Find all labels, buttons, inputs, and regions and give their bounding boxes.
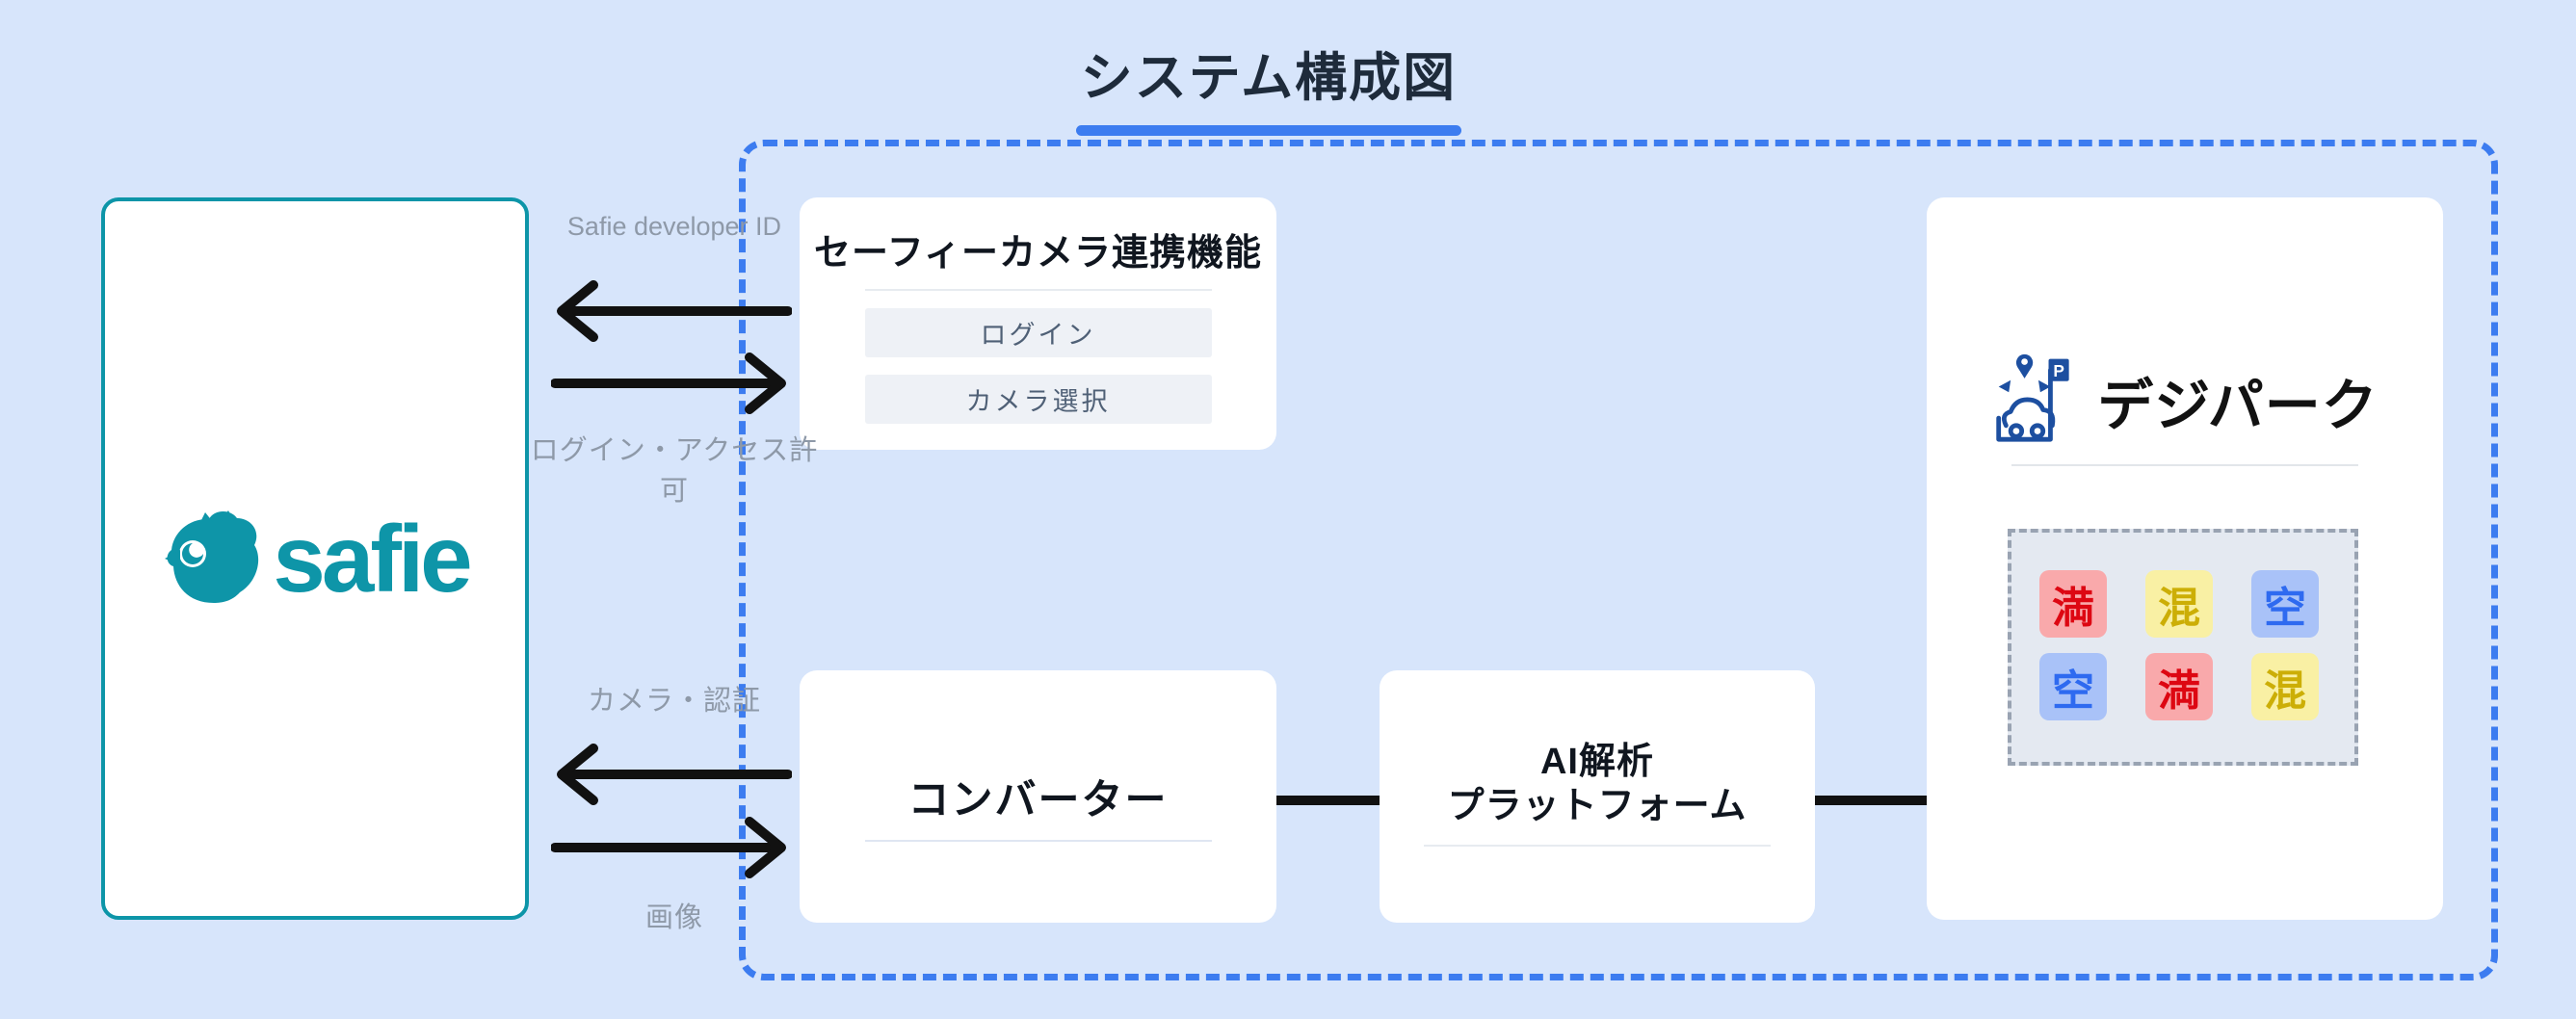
digipark-logo: P デジパーク [1927,352,2443,449]
parking-tile-crowded: 混 [2145,570,2213,638]
divider [864,289,1212,291]
ai-platform-title-line1: AI解析 [1539,742,1654,782]
parking-tile-empty: 空 [2251,570,2319,638]
safie-node: safie [101,197,529,920]
flow-label-camera-auth: カメラ・認証 [587,686,761,717]
parking-tile-empty: 空 [2039,653,2107,720]
arrow-right-icon [551,817,786,878]
parking-tile-full: 満 [2145,653,2213,720]
flow-label-login-access: ログイン・アクセス許可 [530,435,819,507]
converter-node: コンバーター [800,670,1276,923]
divider [864,840,1212,842]
svg-text:P: P [2054,361,2065,380]
ai-platform-title-line2: プラットフォーム [1447,786,1748,827]
safie-wordmark: safie [273,506,472,612]
converter-title: コンバーター [907,777,1169,823]
parking-tile-crowded: 混 [2251,653,2319,720]
parking-status-grid: 満 混 空 空 満 混 [2008,529,2358,766]
ai-platform-node: AI解析 プラットフォーム [1380,670,1815,923]
flow-label-image: 画像 [644,902,703,933]
divider [2011,464,2358,466]
parking-tile-full: 満 [2039,570,2107,638]
title-underline [1076,125,1461,136]
ai-platform-title: AI解析 プラットフォーム [1380,740,1815,829]
page-title: システム構成図 [1080,49,1458,107]
digipark-wordmark: デジパーク [2097,374,2379,437]
safie-owl-icon [161,507,267,612]
safie-logo: safie [161,506,473,612]
system-boundary-dashed-border [739,140,2498,980]
divider [1424,844,1771,847]
arrow-right-icon [551,353,786,414]
login-button[interactable]: ログイン [864,308,1212,357]
digipark-car-icon: P [1991,352,2084,449]
connector-line [1815,796,1927,805]
connector-line [1276,796,1380,805]
camera-link-node: セーフィーカメラ連携機能 ログイン カメラ選択 [800,197,1276,450]
camera-link-title: セーフィーカメラ連携機能 [814,233,1262,274]
camera-select-button[interactable]: カメラ選択 [864,375,1212,424]
digipark-node: P デジパーク 満 混 空 空 満 混 [1927,197,2443,920]
arrow-left-icon [557,280,792,342]
arrow-left-icon [557,744,792,805]
flow-label-developer-id: Safie developer ID [566,212,782,241]
